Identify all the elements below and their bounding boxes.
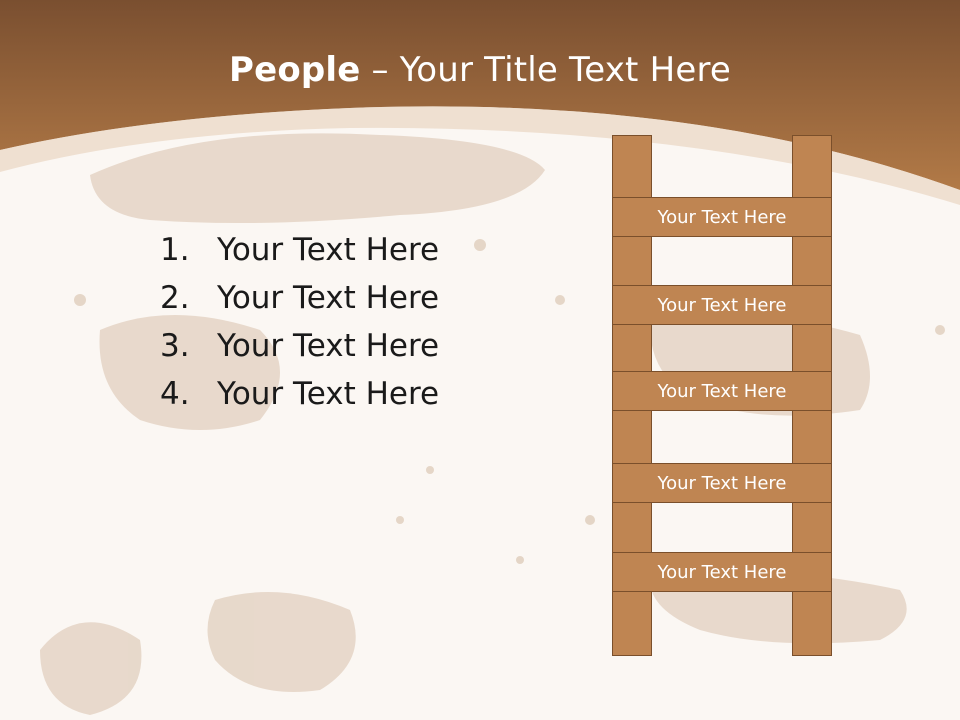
ladder-rung: Your Text Here	[612, 371, 832, 411]
list-item-number: 4.	[160, 376, 190, 412]
list-item-text: Your Text Here	[217, 376, 440, 412]
ladder-rung: Your Text Here	[612, 285, 832, 325]
ladder-rung: Your Text Here	[612, 463, 832, 503]
ladder-rung: Your Text Here	[612, 552, 832, 592]
list-item-text: Your Text Here	[217, 328, 440, 364]
list-item: 4. Your Text Here	[160, 376, 439, 424]
list-item-number: 3.	[160, 328, 190, 364]
list-item-text: Your Text Here	[217, 280, 440, 316]
list-item: 2. Your Text Here	[160, 280, 439, 328]
list-item: 3. Your Text Here	[160, 328, 439, 376]
list-item: 1. Your Text Here	[160, 232, 439, 280]
ladder-diagram: Your Text Here Your Text Here Your Text …	[612, 135, 834, 658]
title-regular: Your Title Text Here	[399, 50, 732, 90]
list-item-text: Your Text Here	[217, 232, 440, 268]
title-separator: –	[360, 50, 400, 90]
ladder-rung: Your Text Here	[612, 197, 832, 237]
numbered-list: 1. Your Text Here 2. Your Text Here 3. Your…	[160, 232, 439, 424]
list-item-number: 1.	[160, 232, 190, 268]
title-bold: People	[228, 50, 361, 90]
list-item-number: 2.	[160, 280, 190, 316]
page-title: People – Your Title Text Here	[0, 50, 960, 90]
